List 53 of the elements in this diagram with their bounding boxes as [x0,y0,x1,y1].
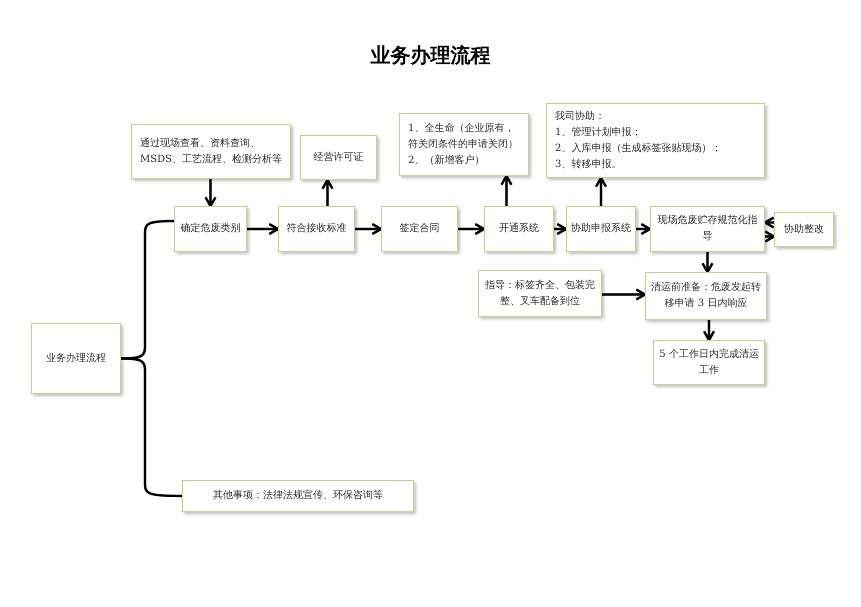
arrow [702,320,716,342]
arrow [602,288,646,301]
box-text: 业务办理流程 [46,352,106,366]
process-box [650,206,765,252]
box-text: 协助整改 [784,222,824,236]
box-text: 符合接收标准 [286,222,346,236]
arrow [701,252,714,274]
process-box [174,206,247,252]
arrow [247,222,280,236]
process-box [478,270,602,317]
box-text: 3、转移申报。 [555,158,622,172]
process-box [182,480,414,512]
box-text: 其他事项：法律法规宣传、环保咨询等 [213,488,383,503]
box-text: 我司协助： [555,110,605,124]
arrow [764,216,775,229]
box-text: 清运前准备：危废发起转移申请 3 日内响应 [650,280,762,311]
process-box [546,103,765,178]
process-box [131,124,291,179]
arrow [554,222,568,236]
box-text: 确定危废类别 [180,222,240,236]
arrow [458,222,486,236]
box-text: 现场危废贮存规范化指导 [656,214,758,244]
arrow [594,176,608,206]
box-text: 开通系统 [499,222,539,236]
process-box [566,206,636,252]
process-box [31,323,121,394]
process-box [381,206,458,252]
process-box [399,113,529,176]
box-text: 签定合同 [400,222,440,236]
arrow [500,174,513,206]
box-text: 协助申报系统 [571,222,631,236]
process-box [484,206,554,252]
arrow [636,222,652,236]
process-box [645,272,767,320]
diagram-title: 业务办理流程 [370,42,492,69]
box-text: 1、全生命（企业原有，符关闭条件的申请关闭） [408,122,519,152]
arrow [321,178,334,206]
box-text: 2、（新增客户） [408,154,484,168]
process-box [300,135,377,180]
box-text: 经营许可证 [314,150,364,164]
arrow [355,222,382,236]
box-text: 2、入库申报（生成标签张贴现场）； [555,142,722,156]
arrow [204,179,217,208]
process-box [278,206,355,252]
process-box [653,340,765,385]
brace-line [120,220,174,360]
box-text: 通过现场查看、资料查询、MSDS、工艺流程、检测分析等 [140,136,282,166]
box-text: 指导：标签齐全、包装完整、叉车配备到位 [484,278,596,308]
box-text: 1、管理计划申报； [555,126,642,140]
arrow [764,230,776,243]
process-box [774,212,834,247]
brace-line [120,357,182,498]
box-text: 5 个工作日内完成清运工作 [658,348,760,378]
